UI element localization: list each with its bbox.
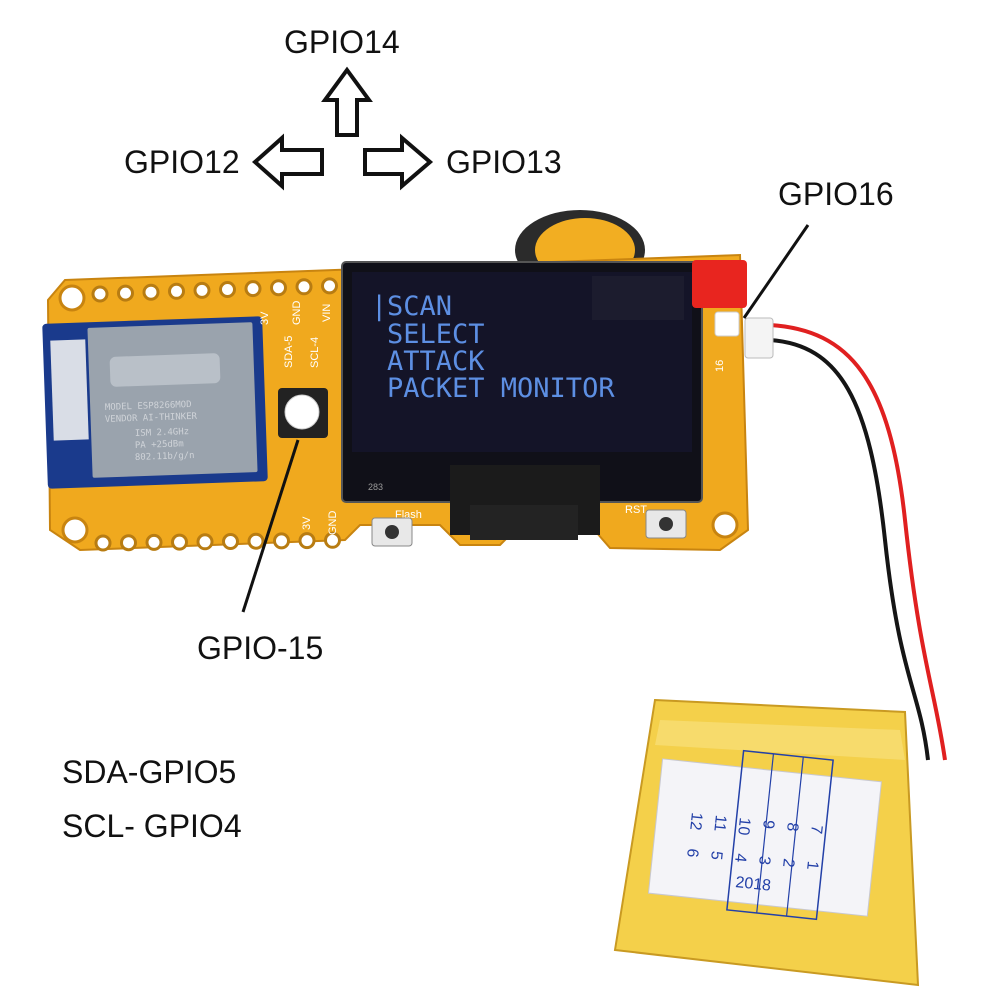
battery-connector: [744, 317, 774, 359]
wifi-logo: [109, 353, 221, 387]
silk-gnd-bottom: GND: [327, 511, 339, 536]
header-pin: [247, 532, 265, 550]
oled-menu-attack: ATTACK: [387, 346, 485, 377]
header-pin: [196, 533, 214, 551]
header-pin: [222, 533, 239, 550]
label-gpio12: GPIO12: [124, 144, 240, 180]
header-pin: [171, 533, 188, 551]
oled-menu-select: SELECT: [387, 319, 485, 350]
arrow-right-icon: [363, 133, 434, 191]
oled-display: 283 | SCAN SELECT ATTACK PACKET MONITOR: [341, 261, 703, 540]
esp8266-module: MODEL ESP8266MOD VENDOR AI-THINKER ISM 2…: [42, 316, 268, 489]
antenna: [50, 339, 89, 441]
label-gpio15: GPIO-15: [197, 630, 324, 666]
header-pin: [142, 283, 160, 301]
header-pin: [120, 534, 137, 552]
oled-menu-scan: SCAN: [387, 291, 452, 322]
header-pin: [94, 534, 112, 552]
header-pin: [168, 282, 185, 300]
header-pin: [91, 285, 109, 303]
silk-sda: SDA-5: [283, 336, 295, 368]
module-line2: VENDOR AI-THINKER: [105, 412, 198, 425]
battery-digit: 5: [707, 850, 725, 861]
header-pin: [298, 532, 316, 550]
rst-button-cap[interactable]: [659, 517, 673, 531]
mounting-hole: [58, 284, 86, 312]
battery-digit: 3: [755, 855, 773, 866]
gpio16-leader-line: [742, 224, 810, 319]
battery-digit: 1: [803, 860, 821, 871]
red-wire: [769, 323, 947, 761]
silk-scl: SCL-4: [309, 337, 321, 368]
header-pin: [273, 532, 290, 550]
battery-year: 2018: [735, 874, 772, 895]
header-pins-bottom: [94, 531, 341, 552]
silk-vin: VIN: [321, 304, 333, 322]
battery-label-table: [726, 749, 834, 921]
battery-digit: 4: [731, 853, 749, 864]
module-line1: MODEL ESP8266MOD: [105, 400, 192, 413]
oled-code: 283: [368, 482, 383, 492]
silk-16: 16: [714, 360, 726, 372]
mounting-hole: [61, 516, 89, 544]
header-pin: [244, 280, 262, 298]
battery-digit: 12: [686, 812, 705, 832]
label-sda: SDA-GPIO5: [62, 754, 237, 790]
label-gpio14: GPIO14: [284, 24, 400, 60]
silk-gnd-top: GND: [291, 301, 303, 326]
battery-digit: 2: [779, 858, 797, 869]
red-tape: [692, 260, 747, 308]
header-pin: [324, 531, 341, 549]
battery-digit: 9: [759, 819, 777, 830]
battery-digit: 7: [807, 824, 825, 835]
battery-digit: 10: [734, 817, 753, 837]
flash-button-cap[interactable]: [385, 525, 399, 539]
rgb-led: [284, 394, 320, 430]
arrow-left-icon: [251, 133, 324, 191]
module-line5: 802.11b/g/n: [135, 451, 195, 463]
header-pin: [117, 284, 134, 302]
header-pin: [145, 533, 163, 551]
arrow-up-icon: [321, 66, 373, 137]
mounting-hole: [711, 511, 739, 539]
gpio15-leader-line: [241, 439, 300, 613]
battery-digit: 6: [683, 848, 701, 859]
oled-cursor: |: [371, 291, 387, 322]
header-pin: [219, 281, 236, 298]
module-line4: PA +25dBm: [135, 439, 184, 451]
label-gpio13: GPIO13: [446, 144, 562, 180]
header-pin: [270, 279, 287, 297]
label-scl: SCL- GPIO4: [62, 808, 242, 844]
header-pin: [193, 281, 211, 299]
gpio16-led: [714, 311, 740, 337]
silk-rst: RST: [625, 504, 647, 516]
header-pins-top: [91, 277, 338, 303]
battery-digit: 11: [710, 814, 729, 832]
black-wire: [769, 338, 930, 761]
oled-menu-packet-monitor: PACKET MONITOR: [387, 373, 615, 404]
header-pin: [321, 277, 338, 295]
silk-3v: 3V: [259, 311, 271, 325]
header-pin: [295, 278, 313, 296]
label-gpio16: GPIO16: [778, 176, 894, 212]
battery-digit: 8: [783, 822, 801, 833]
module-line3: ISM 2.4GHz: [135, 427, 190, 439]
silk-3v-bottom: 3V: [301, 516, 313, 530]
